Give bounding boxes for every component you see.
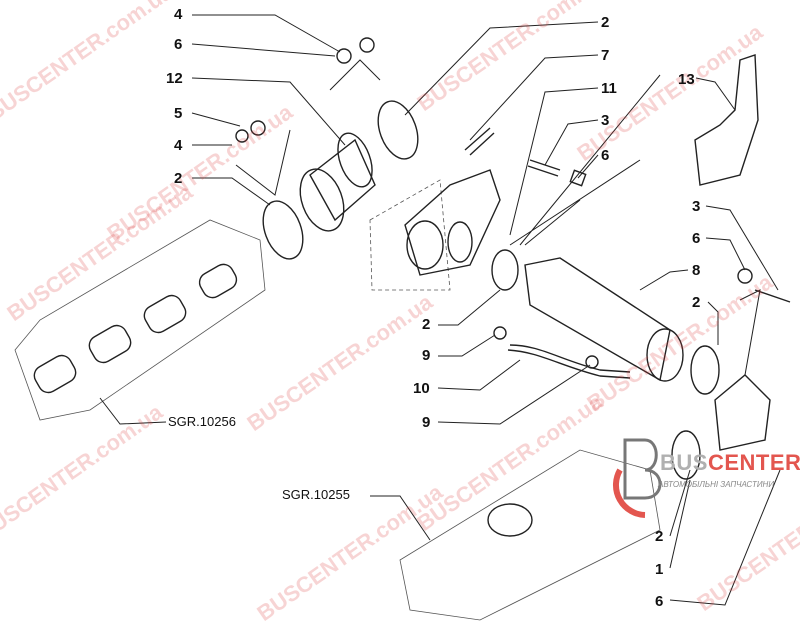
callout-2: 2 [692,294,701,311]
callout-12: 12 [166,70,183,87]
logo-name-a: BUS [660,450,708,475]
callout-6: 6 [692,230,701,247]
leader-lines [99,14,781,606]
callout-2: 2 [601,14,610,31]
logo-arc [613,468,646,518]
reference-sgr-10256: SGR.10256 [168,414,236,429]
callout-3: 3 [601,112,610,129]
callout-9: 9 [422,347,431,364]
callout-4: 4 [174,6,183,23]
callout-6: 6 [174,36,183,53]
logo-b-mark [623,438,662,500]
logo-name-b: CENTER [707,450,800,475]
callout-2: 2 [174,170,183,187]
logo-subtitle: АВТОМОБІЛЬНІ ЗАПЧАСТИНИ [658,480,775,489]
callout-8: 8 [692,262,701,279]
callout-2: 2 [655,528,664,545]
callout-5: 5 [174,105,183,122]
callout-6: 6 [655,593,664,610]
callout-9: 9 [422,414,431,431]
callout-4: 4 [174,137,183,154]
callout-6: 6 [601,147,610,164]
callout-1: 1 [655,561,664,578]
callout-7: 7 [601,47,610,64]
callout-13: 13 [678,71,695,88]
callout-3: 3 [692,198,701,215]
exhaust-manifold-drawing [14,219,266,421]
callout-2: 2 [422,316,431,333]
reference-sgr-10255: SGR.10255 [282,487,350,502]
callout-10: 10 [413,380,430,397]
callout-11: 11 [601,80,617,97]
